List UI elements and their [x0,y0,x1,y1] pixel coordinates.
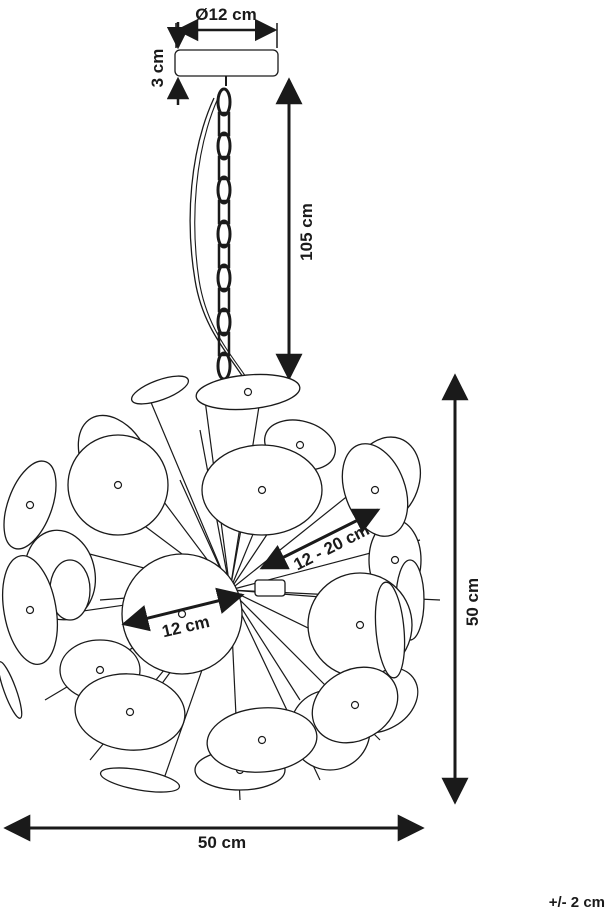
disc [121,553,243,675]
chain-link [217,155,231,181]
disc-screw [355,620,365,630]
power-cable [189,97,249,386]
disc-screw [25,605,35,615]
chain-link [216,263,232,293]
disc-screw [390,555,400,565]
disc-screw [350,700,360,710]
disc [311,666,399,744]
chain-link [217,199,231,225]
disc [374,581,406,679]
disc-screw [243,387,253,397]
disc-diameter-dimension [121,587,245,632]
chain-link [217,111,231,137]
tolerance-note: +/- 2 cm [548,894,605,911]
chain-link [217,243,231,269]
chain-link [217,287,231,313]
body-width-label: 50 cm [198,833,246,852]
body-height-label: 50 cm [463,578,482,626]
socket [254,579,286,597]
disc-screw [257,735,267,745]
lamp-body [0,373,441,801]
disc [2,554,58,666]
chain-link [216,307,232,337]
disc [195,373,301,411]
ceiling-canopy [174,49,279,86]
disc [0,661,23,719]
disc-screw [25,500,35,510]
canopy-height-label: 3 cm [148,49,167,88]
disc [3,460,57,550]
rod [149,399,231,591]
chain-link [216,351,232,381]
chain-length-label: 105 cm [297,203,316,261]
chain-link [216,87,232,117]
chain-link [217,331,231,357]
disc [206,707,318,773]
disc [201,444,323,536]
disc [99,767,181,793]
chain-link [216,219,232,249]
canopy-diameter-label: Ø12 cm [195,5,256,24]
chain-link [216,175,232,205]
rod-length-dimension [259,508,381,570]
disc-screw [113,480,123,490]
disc-screw [95,665,105,675]
disc [67,434,169,536]
disc-screw [125,707,135,717]
disc [74,673,186,751]
disc [130,375,190,405]
chain-link [216,131,232,161]
disc-screw [257,485,267,495]
disc-screw [370,485,380,495]
chain [216,87,232,381]
disc-screw [295,440,305,450]
canopy-diameter-dimension [175,18,278,48]
